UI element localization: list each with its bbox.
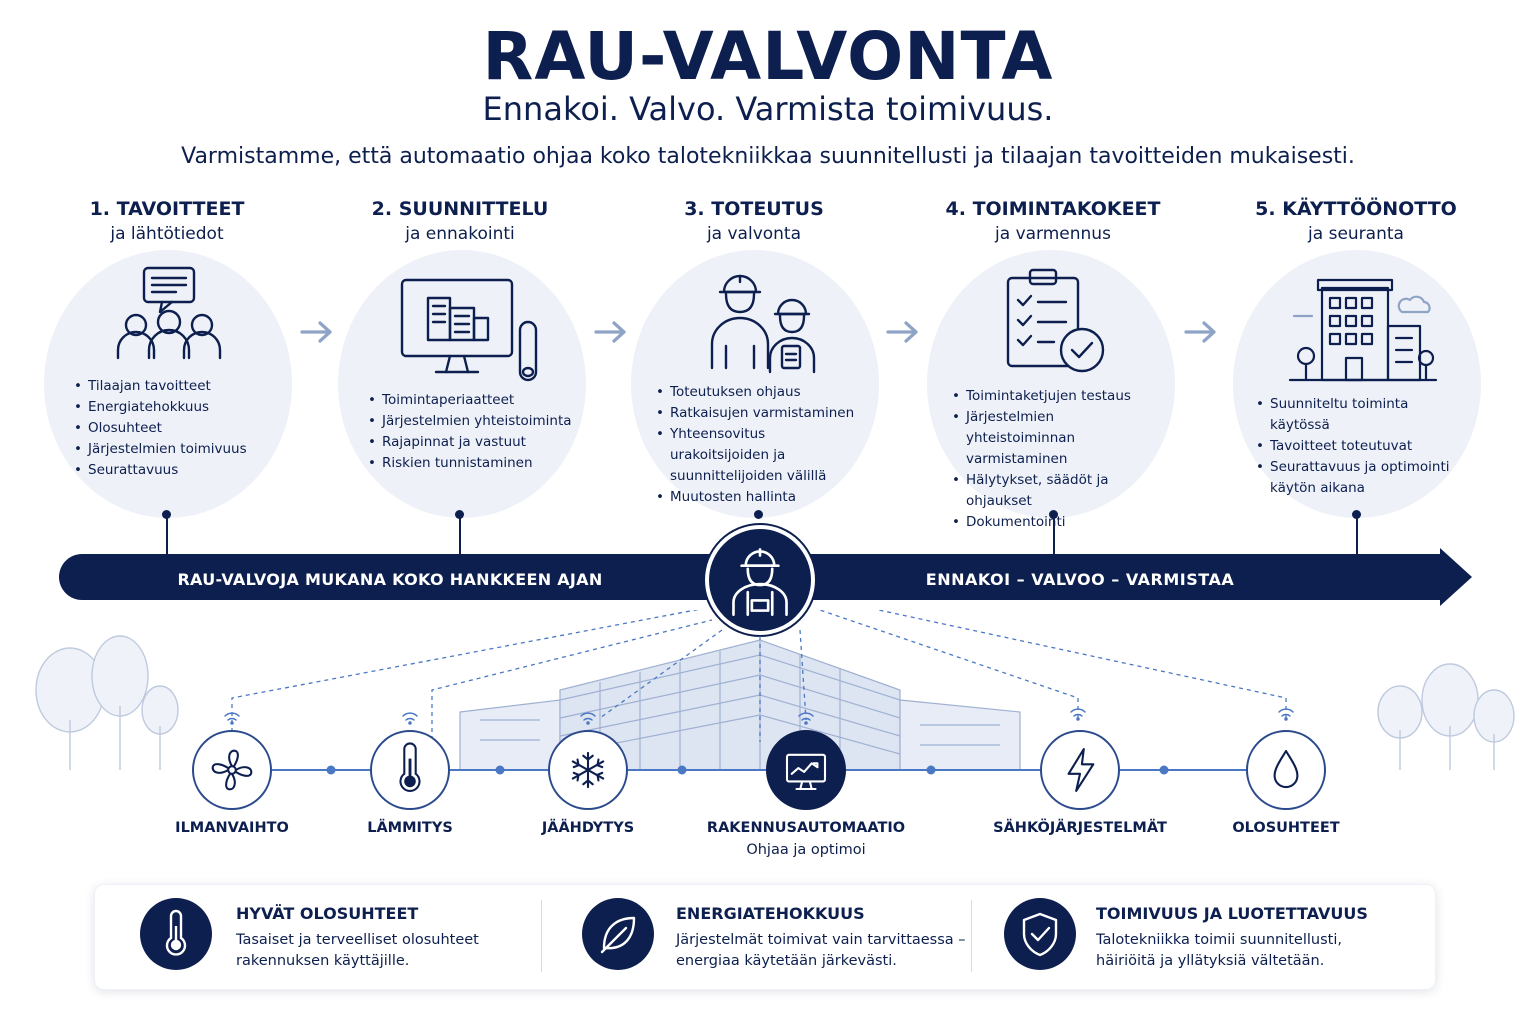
phase-5-list: Suunniteltu toiminta käytössä Tavoitteet… bbox=[1256, 394, 1466, 499]
list-item: Tilaajan tavoitteet bbox=[74, 376, 274, 397]
banner-left-text: RAU-VALVOJA MUKANA KOKO HANKKEEN AJAN bbox=[177, 570, 603, 589]
page-subtitle: Ennakoi. Valvo. Varmista toimivuus. bbox=[482, 90, 1054, 128]
benefit-icon-circle bbox=[1004, 898, 1076, 970]
lightning-icon bbox=[1067, 748, 1095, 792]
list-item: Riskien tunnistaminen bbox=[368, 453, 588, 474]
thermometer-icon bbox=[165, 909, 187, 956]
list-item: Ratkaisujen varmistaminen bbox=[656, 403, 866, 424]
list-item: Järjestelmien yhteistoiminnan varmistami… bbox=[952, 407, 1162, 470]
list-item: Rajapinnat ja vastuut bbox=[368, 432, 588, 453]
system-label: RAKENNUSAUTOMAATIO bbox=[706, 820, 906, 836]
benefit-text: Järjestelmät toimivat vain tarvittaessa … bbox=[676, 932, 966, 969]
phase-4-heading: 4. TOIMINTAKOKEET ja varmennus bbox=[928, 198, 1178, 244]
system-label: ILMANVAIHTO bbox=[175, 820, 289, 836]
divider bbox=[971, 900, 972, 972]
benefits-panel bbox=[94, 884, 1436, 990]
phase-3-list: Toteutuksen ohjaus Ratkaisujen varmistam… bbox=[656, 382, 866, 508]
system-node-heating[interactable] bbox=[370, 730, 450, 810]
list-item: Dokumentointi bbox=[952, 512, 1162, 533]
system-label: JÄÄHDYTYS bbox=[541, 820, 635, 836]
building-icon bbox=[1288, 278, 1438, 382]
phase-4-list: Toimintaketjujen testaus Järjestelmien y… bbox=[952, 386, 1162, 533]
construction-workers-icon bbox=[710, 274, 816, 374]
connector-line bbox=[459, 514, 461, 554]
page-title: RAU-VALVONTA bbox=[482, 18, 1054, 95]
intro-text: Varmistamme, että automaatio ohjaa koko … bbox=[181, 144, 1355, 169]
phase-subtitle: ja seuranta bbox=[1308, 224, 1404, 244]
phase-subtitle: ja varmennus bbox=[995, 224, 1111, 244]
banner-right-text: ENNAKOI – VALVOO – VARMISTAA bbox=[925, 570, 1235, 589]
benefit-title: ENERGIATEHOKKUUS bbox=[676, 904, 865, 923]
phase-1-list: Tilaajan tavoitteet Energiatehokkuus Olo… bbox=[74, 376, 274, 481]
benefit-icon-circle bbox=[582, 898, 654, 970]
system-node-ventilation[interactable] bbox=[192, 730, 272, 810]
phase-2-heading: 2. SUUNNITTELU ja ennakointi bbox=[335, 198, 585, 244]
connector-dot bbox=[754, 510, 763, 519]
list-item: Toteutuksen ohjaus bbox=[656, 382, 866, 403]
arrow-right-icon bbox=[886, 321, 918, 343]
phase-subtitle: ja ennakointi bbox=[405, 224, 515, 244]
system-node-building-automation[interactable] bbox=[766, 730, 846, 810]
shield-check-icon bbox=[1022, 912, 1058, 957]
system-node-cooling[interactable] bbox=[548, 730, 628, 810]
benefit-text: Tasaiset ja terveelliset olosuhteet rake… bbox=[236, 932, 479, 969]
monitor-chart-icon bbox=[785, 753, 827, 791]
phase-title: 2. SUUNNITTELU bbox=[371, 198, 549, 220]
phase-subtitle: ja lähtötiedot bbox=[110, 224, 224, 244]
phase-title: 4. TOIMINTAKOKEET bbox=[945, 198, 1161, 220]
phase-title: 1. TAVOITTEET bbox=[89, 198, 245, 220]
list-item: Hälytykset, säädöt ja ohjaukset bbox=[952, 470, 1162, 512]
phase-title: 5. KÄYTTÖÖNOTTO bbox=[1255, 198, 1457, 220]
list-item: Toimintaketjujen testaus bbox=[952, 386, 1162, 407]
building-scene bbox=[35, 610, 1515, 775]
phase-5-heading: 5. KÄYTTÖÖNOTTO ja seuranta bbox=[1231, 198, 1481, 244]
phase-3-heading: 3. TOTEUTUS ja valvonta bbox=[629, 198, 879, 244]
phase-title: 3. TOTEUTUS bbox=[684, 198, 824, 220]
monitor-blueprint-icon bbox=[400, 278, 538, 382]
list-item: Seurattavuus bbox=[74, 460, 274, 481]
benefit-title: TOIMIVUUS JA LUOTETTAVUUS bbox=[1096, 904, 1368, 923]
people-chat-icon bbox=[116, 266, 222, 360]
leaf-icon bbox=[600, 916, 636, 954]
water-drop-icon bbox=[1273, 749, 1299, 789]
phase-1-heading: 1. TAVOITTEET ja lähtötiedot bbox=[42, 198, 292, 244]
list-item: Seurattavuus ja optimointi käytön aikana bbox=[1256, 457, 1466, 499]
arrow-right-icon bbox=[300, 321, 332, 343]
arrow-right-icon bbox=[1184, 321, 1216, 343]
list-item: Energiatehokkuus bbox=[74, 397, 274, 418]
supervisor-hardhat-icon bbox=[732, 548, 788, 617]
connector-line bbox=[166, 514, 168, 554]
connector-line bbox=[1053, 514, 1055, 554]
phase-2-list: Toimintaperiaatteet Järjestelmien yhteis… bbox=[368, 390, 588, 474]
system-label: OLOSUHTEET bbox=[1232, 820, 1340, 836]
system-node-indoor-conditions[interactable] bbox=[1246, 730, 1326, 810]
benefit-title: HYVÄT OLOSUHTEET bbox=[236, 904, 419, 923]
arrow-right-icon bbox=[594, 321, 626, 343]
list-item: Suunniteltu toiminta käytössä bbox=[1256, 394, 1466, 436]
system-sublabel: Ohjaa ja optimoi bbox=[746, 842, 866, 858]
list-item: Tavoitteet toteutuvat bbox=[1256, 436, 1466, 457]
system-node-electrical[interactable] bbox=[1040, 730, 1120, 810]
list-item: Toimintaperiaatteet bbox=[368, 390, 588, 411]
system-label: LÄMMITYS bbox=[367, 820, 453, 836]
list-item: Järjestelmien toimivuus bbox=[74, 439, 274, 460]
phase-subtitle: ja valvonta bbox=[706, 224, 802, 244]
divider bbox=[541, 900, 542, 972]
list-item: Muutosten hallinta bbox=[656, 487, 866, 508]
benefit-icon-circle bbox=[140, 898, 212, 970]
hub-circle bbox=[705, 525, 815, 635]
benefit-text: Talotekniikka toimii suunnitellusti, häi… bbox=[1096, 932, 1342, 969]
list-item: Järjestelmien yhteistoiminta bbox=[368, 411, 588, 432]
list-item: Yhteensovitus urakoitsijoiden ja suunnit… bbox=[656, 424, 866, 487]
thermometer-icon bbox=[399, 742, 421, 792]
system-label: SÄHKÖJÄRJESTELMÄT bbox=[993, 820, 1167, 836]
snowflake-icon bbox=[571, 751, 605, 789]
fan-icon bbox=[211, 749, 253, 791]
list-item: Olosuhteet bbox=[74, 418, 274, 439]
connector-line bbox=[1356, 514, 1358, 554]
clipboard-check-icon bbox=[1006, 268, 1105, 373]
